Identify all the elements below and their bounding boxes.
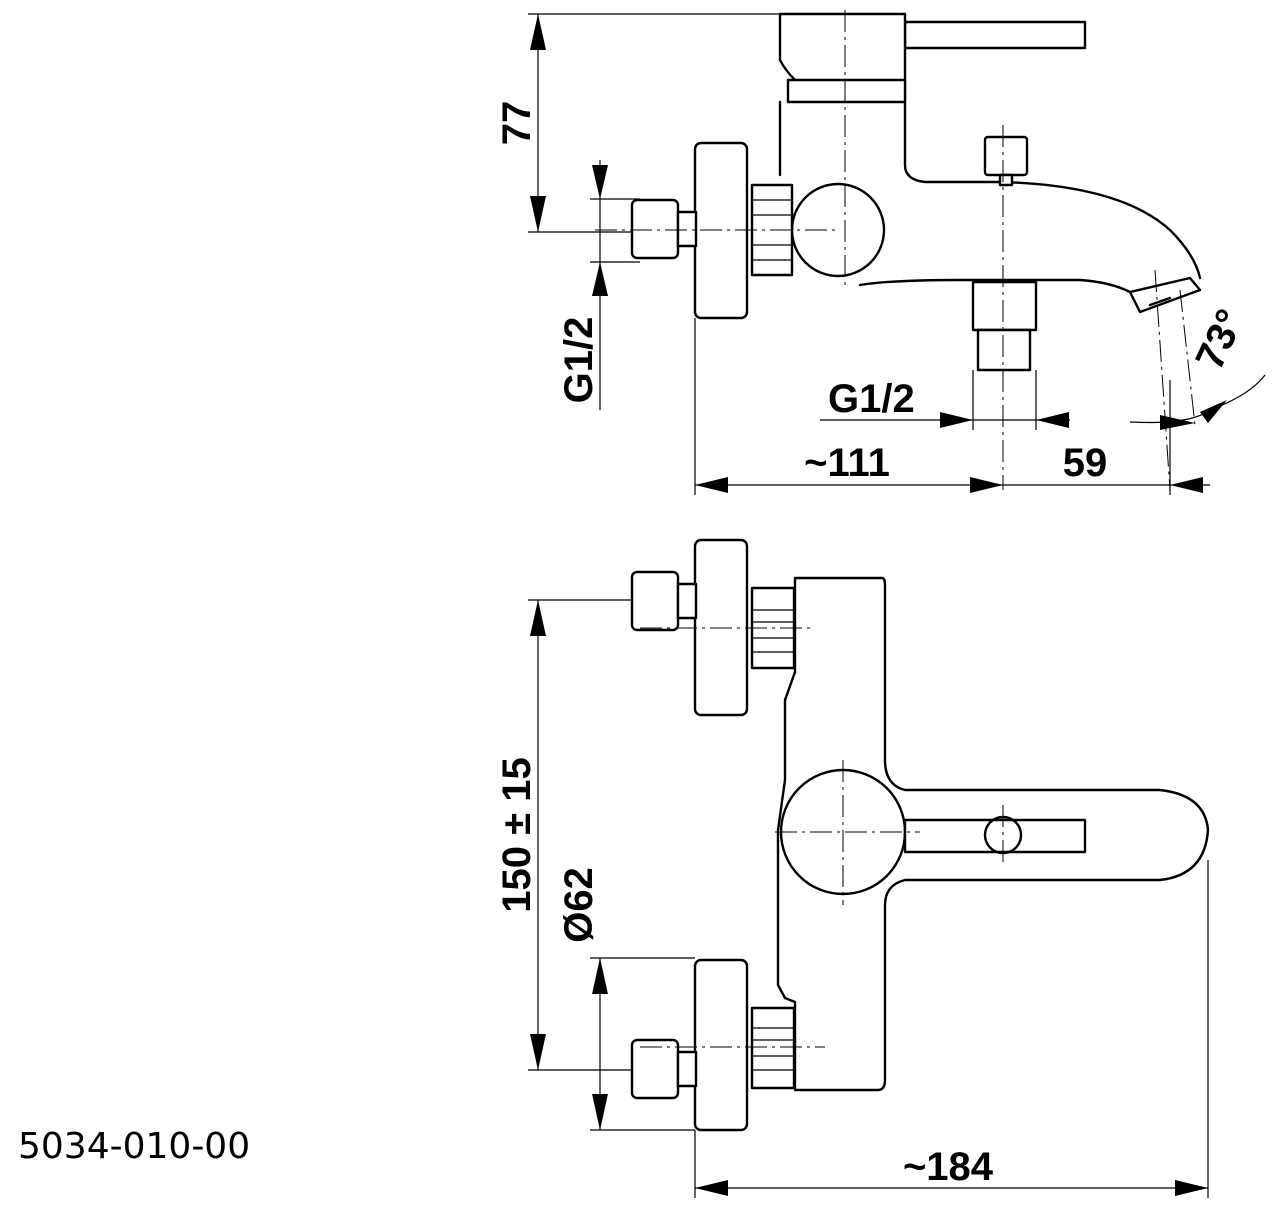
- dim-184-label: ~184: [903, 1145, 994, 1189]
- dim-77-label: 77: [495, 101, 539, 146]
- dim-g12-bottom-label: G1/2: [828, 377, 915, 421]
- top-view: [528, 538, 1210, 1198]
- dim-150-label: 150 ± 15: [495, 757, 539, 912]
- product-code: 5034-010-00: [18, 1126, 250, 1167]
- dim-111-label: ~111: [804, 441, 890, 485]
- dim-angle-73-label: 73°: [1187, 303, 1252, 376]
- dim-d62-label: Ø62: [557, 867, 601, 943]
- side-view: [528, 10, 1266, 495]
- dim-59-label: 59: [1063, 441, 1108, 485]
- dim-g12-side-label: G1/2: [557, 317, 601, 404]
